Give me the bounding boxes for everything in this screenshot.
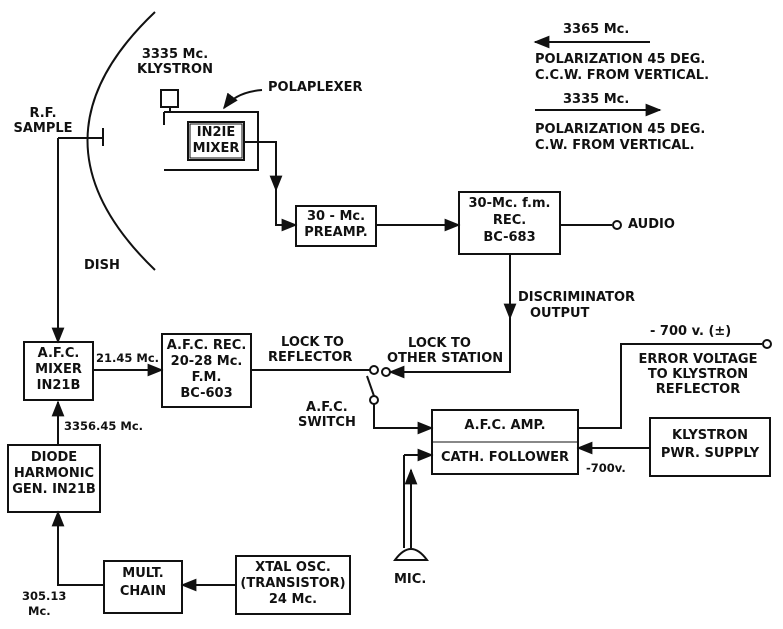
mixer-label-1: IN2IE	[196, 125, 236, 140]
afc-amp-label: A.F.C. AMP.	[464, 418, 546, 433]
diode-label-3: GEN. IN21B	[12, 482, 96, 497]
dish-label: DISH	[84, 258, 120, 273]
legend-freq-1: 3365 Mc.	[563, 22, 630, 37]
mult-chain-label-1: MULT.	[122, 566, 164, 581]
mic-label: MIC.	[394, 572, 427, 587]
klystron-pwr-label-1: KLYSTRON	[672, 428, 748, 443]
error-voltage-label-3: REFLECTOR	[655, 382, 741, 397]
freq-2145-label: 21.45 Mc.	[96, 351, 160, 365]
cath-follower-label: CATH. FOLLOWER	[440, 450, 570, 465]
afc-mixer-label-1: A.F.C.	[37, 346, 80, 361]
klystron-pwr-label-2: PWR. SUPPLY	[660, 446, 760, 461]
freq-335645-label: 3356.45 Mc.	[64, 419, 144, 433]
mult-chain-label-2: CHAIN	[119, 584, 167, 599]
afc-mixer-label-2: MIXER	[35, 362, 82, 377]
lock-other-label-1: LOCK TO	[408, 336, 471, 351]
legend-pol-2b: C.W. FROM VERTICAL.	[535, 138, 695, 153]
error-voltage-value: - 700 v. (±)	[650, 324, 732, 339]
rec-label-1: 30-Mc. f.m.	[468, 196, 551, 211]
preamp-label-1: 30 - Mc.	[306, 209, 366, 224]
freq-30513-label-2: Mc.	[28, 604, 51, 618]
klystron-freq-label: 3335 Mc.	[141, 47, 209, 62]
discriminator-label-2: OUTPUT	[530, 306, 590, 321]
lock-other-label-2: OTHER STATION	[387, 351, 504, 366]
preamp-label-2: PREAMP.	[304, 225, 368, 240]
rf-sample-label-2: SAMPLE	[13, 121, 73, 136]
rf-sample-label-1: R.F.	[29, 106, 57, 121]
audio-label: AUDIO	[628, 217, 675, 232]
mixer-label-2: MIXER	[192, 141, 240, 156]
afc-switch-label-1: A.F.C.	[306, 400, 348, 415]
mic-symbol	[393, 548, 429, 561]
afc-rec-label-2: 20-28 Mc.	[170, 354, 243, 369]
minus-700v-label: -700v.	[586, 461, 626, 475]
xtal-osc-label-2: (TRANSISTOR)	[240, 576, 346, 591]
polaplexer-pointer	[223, 89, 263, 110]
error-voltage-label-1: ERROR VOLTAGE	[638, 352, 758, 367]
xtal-osc-label-3: 24 Mc.	[268, 592, 318, 607]
dish-reflector	[86, 11, 156, 271]
rec-label-3: BC-683	[483, 230, 536, 245]
polaplexer-label: POLAPLEXER	[268, 80, 363, 95]
xtal-osc-label-1: XTAL OSC.	[255, 560, 331, 575]
legend-pol-1a: POLARIZATION 45 DEG.	[535, 52, 706, 67]
freq-30513-label-1: 305.13	[22, 589, 67, 603]
rec-label-2: REC.	[492, 213, 527, 228]
afc-switch-label-2: SWITCH	[298, 415, 356, 430]
xtal-osc-box	[235, 555, 351, 615]
legend-freq-2: 3335 Mc.	[563, 92, 630, 107]
klystron-box	[160, 89, 179, 108]
lock-reflector-label-2: REFLECTOR	[268, 350, 353, 365]
afc-rec-label-1: A.F.C. REC.	[166, 338, 247, 353]
legend-pol-2a: POLARIZATION 45 DEG.	[535, 122, 706, 137]
legend-pol-1b: C.C.W. FROM VERTICAL.	[535, 68, 710, 83]
diode-label-1: DIODE	[30, 450, 78, 465]
afc-rec-label-3: F.M.	[191, 370, 222, 385]
diode-label-2: HARMONIC	[13, 466, 95, 481]
klystron-label: KLYSTRON	[137, 62, 213, 77]
discriminator-label-1: DISCRIMINATOR	[518, 290, 636, 305]
afc-mixer-label-3: IN21B	[36, 378, 81, 393]
lock-reflector-label-1: LOCK TO	[281, 335, 344, 350]
afc-rec-label-4: BC-603	[180, 386, 233, 401]
error-voltage-label-2: TO KLYSTRON	[647, 367, 749, 382]
